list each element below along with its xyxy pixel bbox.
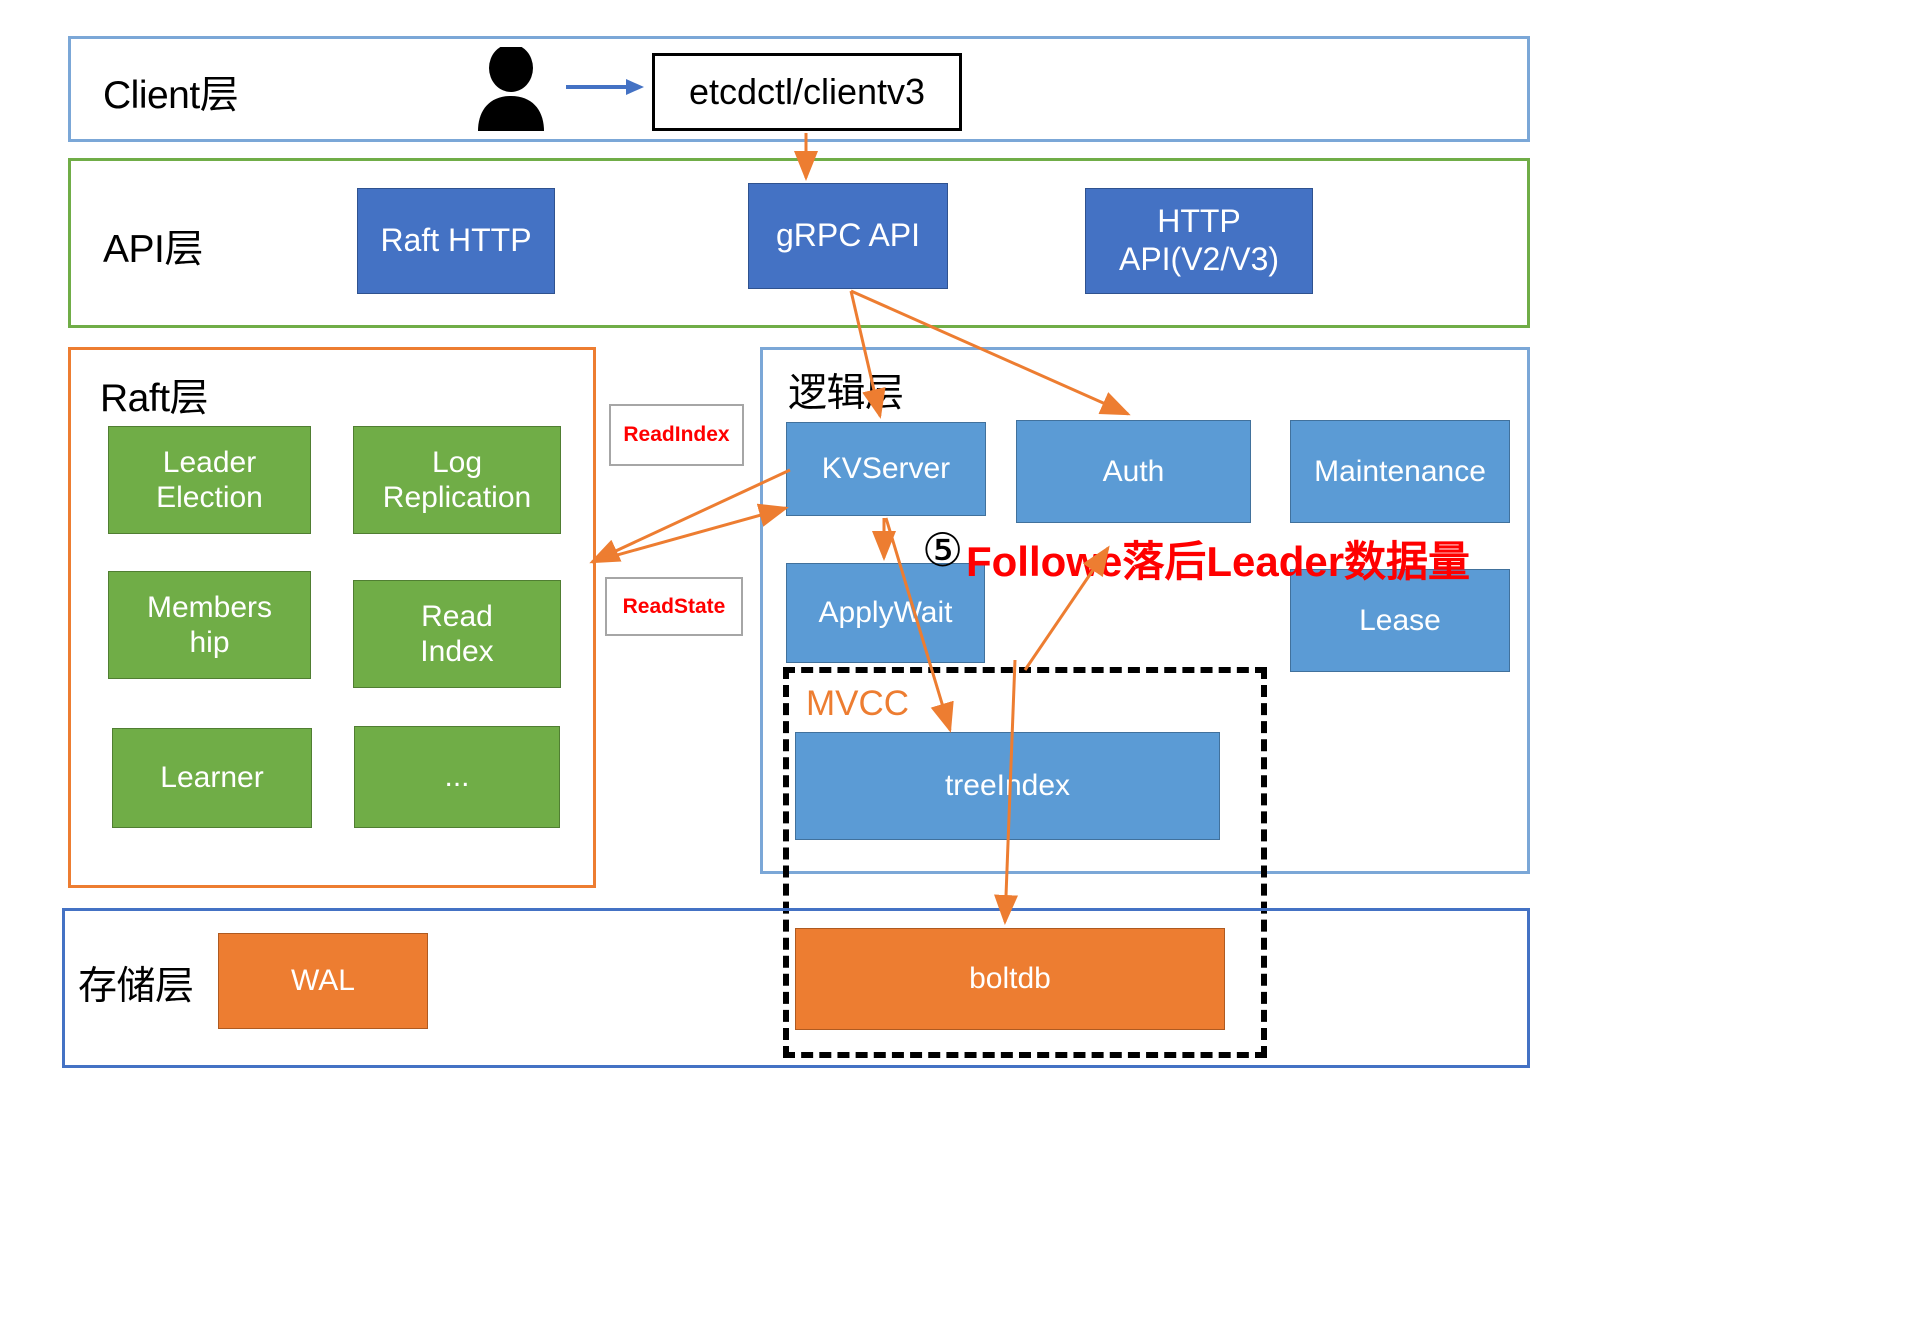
etcdctl-client-box[interactable]: etcdctl/clientv3	[652, 53, 962, 131]
arrow-right-icon	[566, 76, 644, 98]
raft-box-membership[interactable]: Members hip	[108, 571, 311, 679]
logic-layer-container	[760, 347, 1530, 874]
readindex-tag: ReadIndex	[609, 404, 744, 466]
raft-box-read-index[interactable]: Read Index	[353, 580, 561, 688]
logic-box-auth[interactable]: Auth	[1016, 420, 1251, 523]
client-layer-container	[68, 36, 1530, 142]
logic-layer-title: 逻辑层	[788, 372, 904, 415]
raft-layer-title: Raft层	[100, 377, 209, 420]
mvcc-label: MVCC	[806, 684, 910, 723]
person-icon	[468, 44, 554, 131]
storage-box-boltdb[interactable]: boltdb	[795, 928, 1225, 1030]
readindex-tag-label: ReadIndex	[623, 423, 730, 446]
raft-box-leader-election[interactable]: Leader Election	[108, 426, 311, 534]
annotation-marker-5: ⑤	[922, 523, 964, 577]
storage-layer-container	[62, 908, 1530, 1068]
api-box-http-api-v2-v3[interactable]: HTTP API(V2/V3)	[1085, 188, 1313, 294]
storage-box-wal[interactable]: WAL	[218, 933, 428, 1029]
logic-box-lease[interactable]: Lease	[1290, 569, 1510, 672]
api-layer-title: API层	[103, 228, 203, 271]
logic-box-kvserver[interactable]: KVServer	[786, 422, 986, 516]
api-box-raft-http[interactable]: Raft HTTP	[357, 188, 555, 294]
logic-box-treeindex[interactable]: treeIndex	[795, 732, 1220, 840]
raft-layer-container	[68, 347, 596, 888]
raft-box-learner[interactable]: Learner	[112, 728, 312, 828]
api-box-grpc-api[interactable]: gRPC API	[748, 183, 948, 289]
client-layer-title: Client层	[103, 74, 239, 117]
logic-box-maintenance[interactable]: Maintenance	[1290, 420, 1510, 523]
raft-box-ellipsis[interactable]: ...	[354, 726, 560, 828]
readstate-tag: ReadState	[605, 577, 743, 636]
arrow-raft-to-kvserver	[591, 503, 789, 564]
readstate-tag-label: ReadState	[622, 594, 726, 618]
annotation-text-follower-lag: Followe落后Leader数据量	[966, 538, 1471, 585]
raft-box-log-replication[interactable]: Log Replication	[353, 426, 561, 534]
storage-layer-title: 存储层	[78, 965, 194, 1008]
logic-box-applywait[interactable]: ApplyWait	[786, 563, 985, 663]
